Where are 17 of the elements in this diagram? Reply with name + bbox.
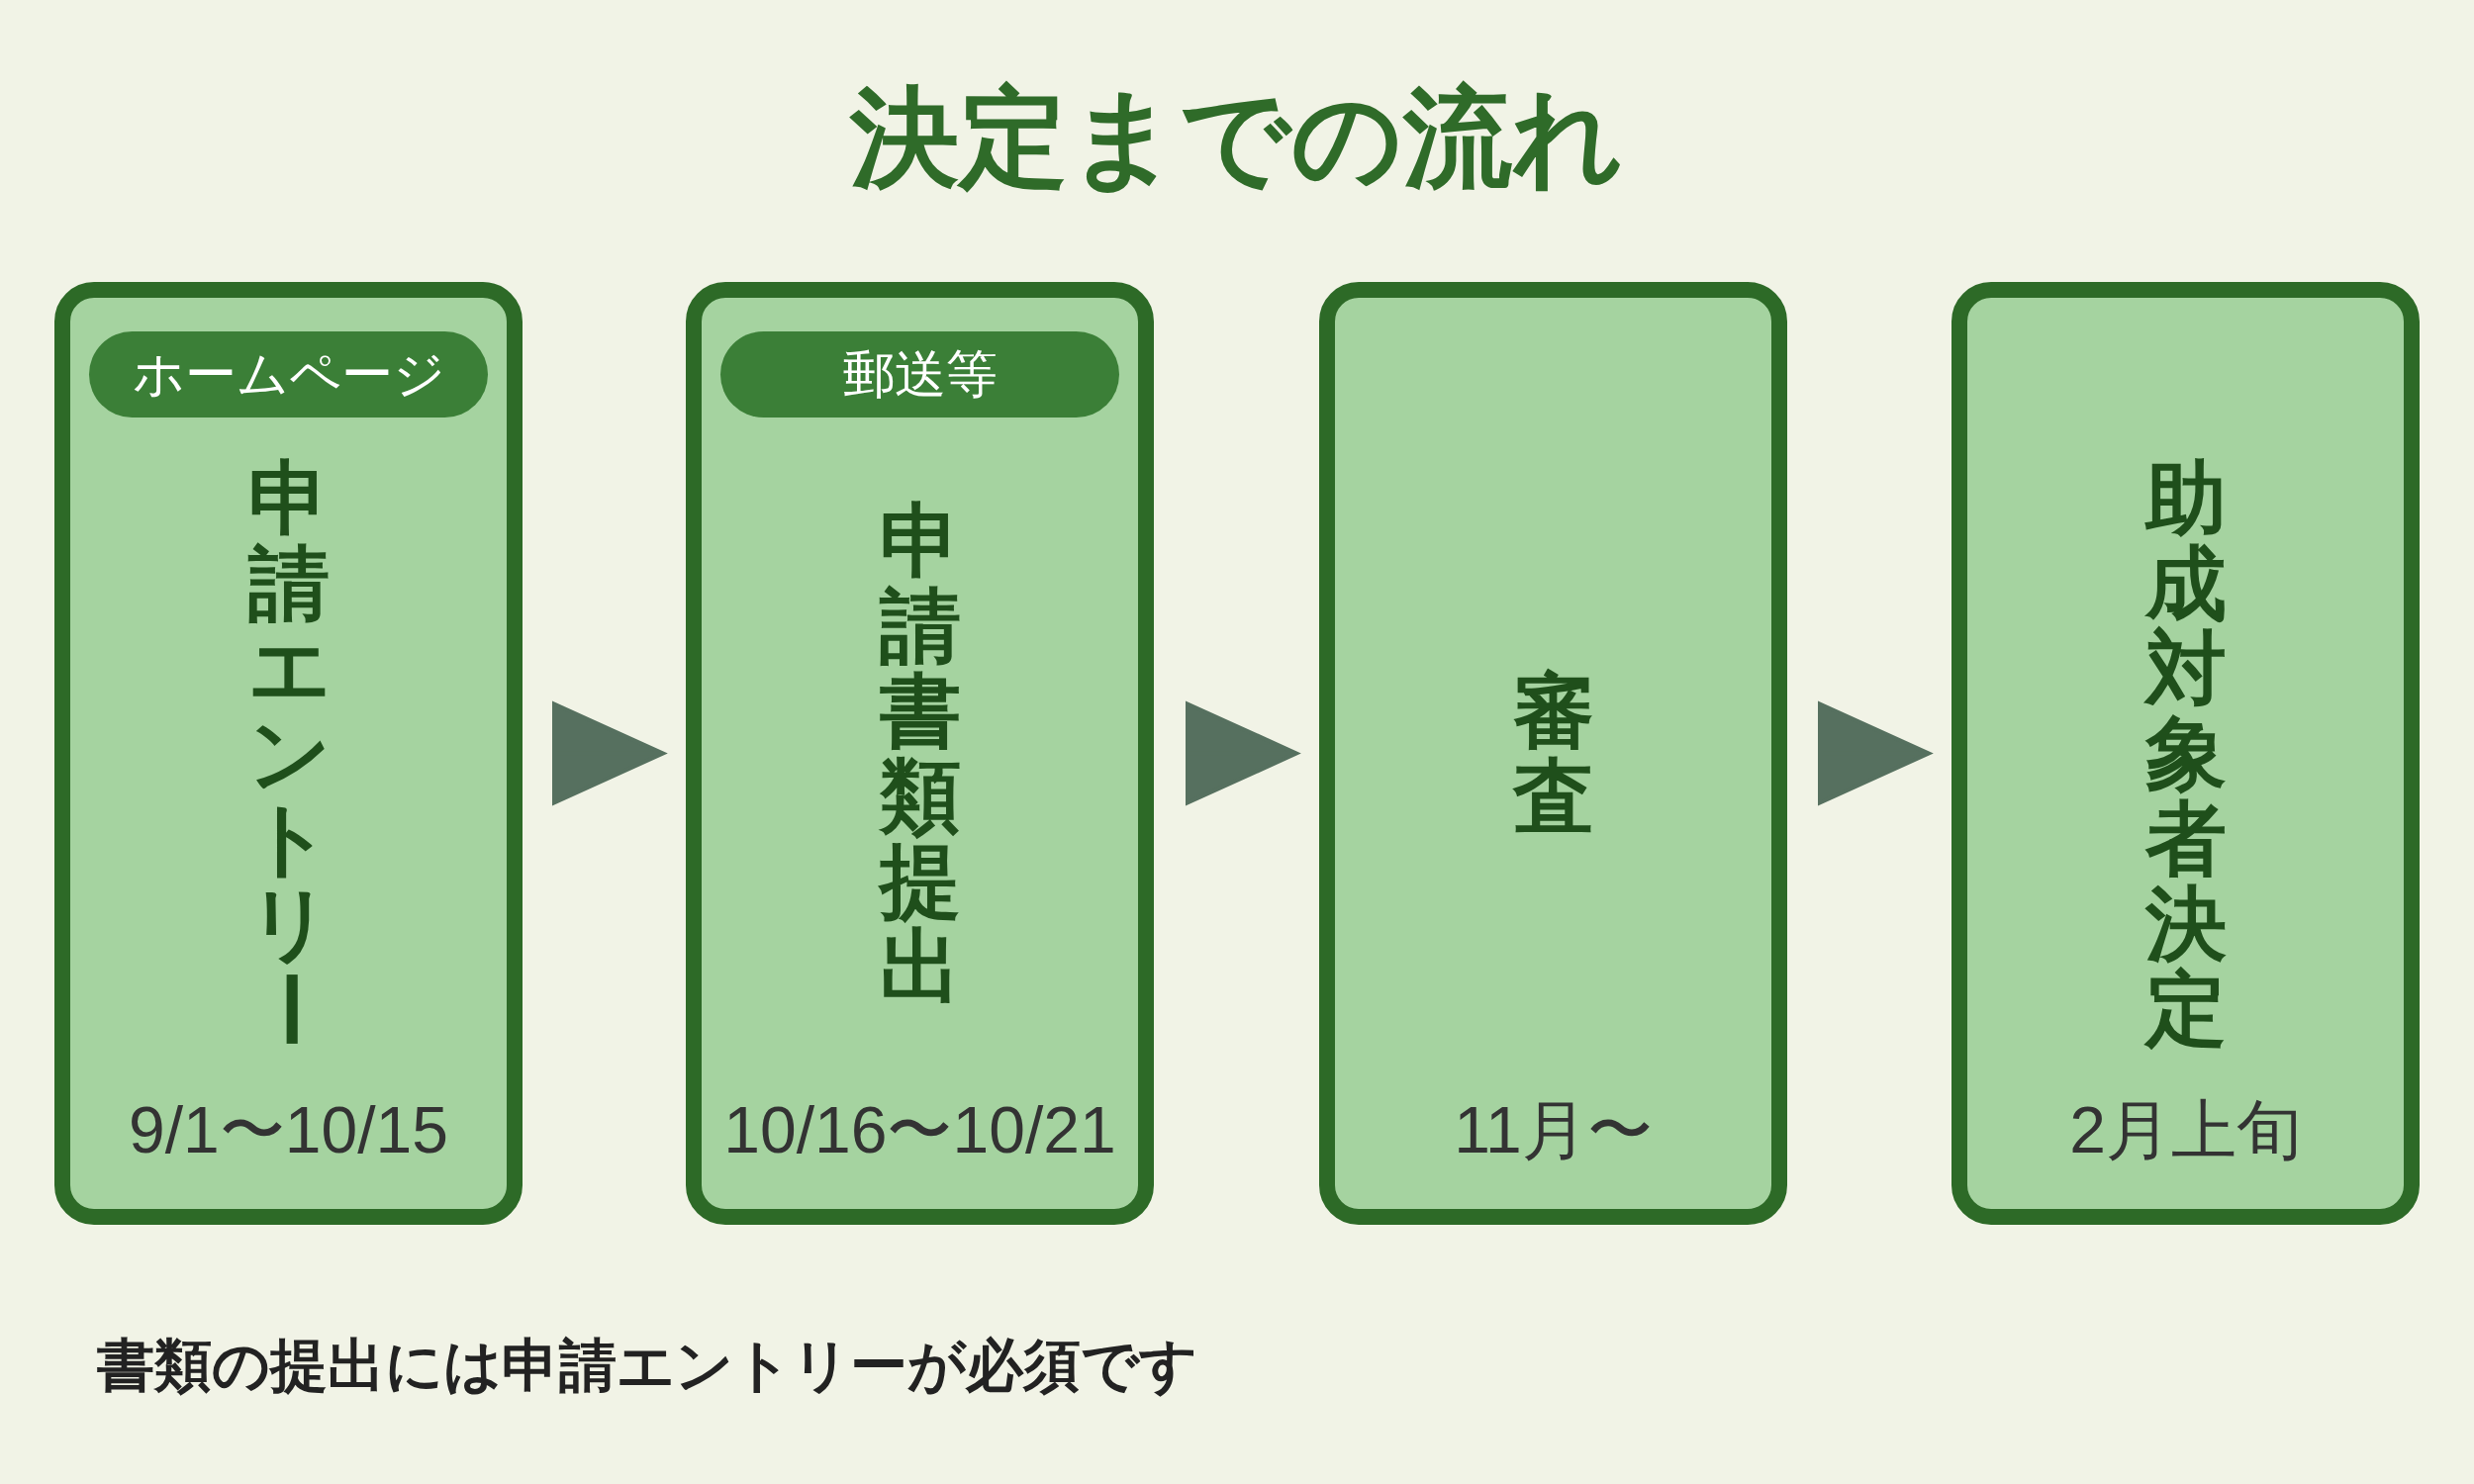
period-text: 11月〜 xyxy=(1454,1097,1653,1162)
arrow xyxy=(552,700,668,806)
step-card xyxy=(54,282,523,1225)
step-title: 申請エントリー xyxy=(247,455,330,1052)
arrow xyxy=(1818,700,1934,806)
step-title: 助成対象者決定 xyxy=(2144,455,2227,1052)
step-card xyxy=(1951,282,2420,1225)
channel-badge: 郵送等 xyxy=(720,331,1119,417)
step-card xyxy=(1319,282,1787,1225)
period-text: 9/1〜10/15 xyxy=(129,1097,448,1162)
arrow xyxy=(1186,700,1301,806)
step-title: 審査 xyxy=(1512,668,1594,839)
step-card xyxy=(686,282,1154,1225)
period-text: 2月上旬 xyxy=(2069,1097,2302,1162)
step-title: 申請書類提出 xyxy=(879,498,961,1009)
channel-badge: ホームページ xyxy=(89,331,488,417)
period-text: 10/16〜10/21 xyxy=(723,1097,1116,1162)
